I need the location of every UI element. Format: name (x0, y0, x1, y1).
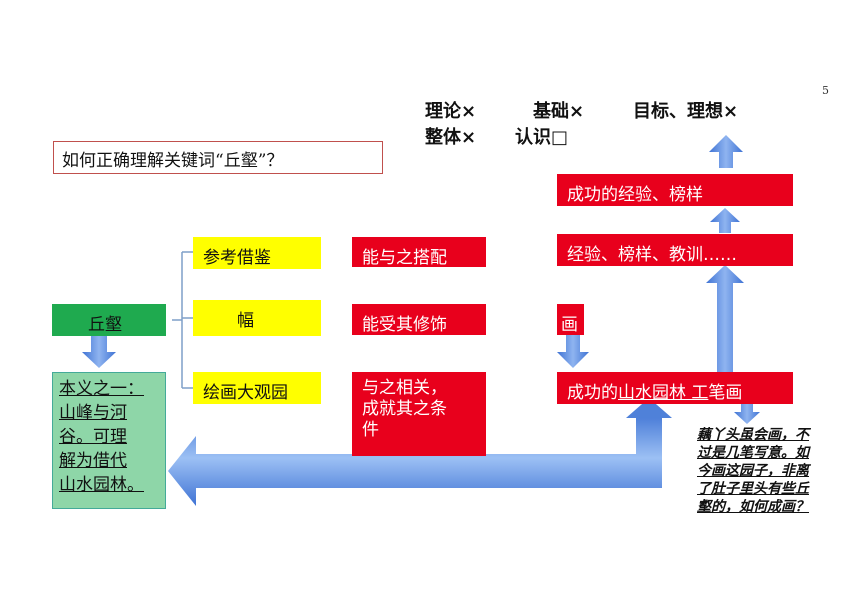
bottom-prefix: 成功的 (567, 383, 618, 403)
result-related-line: 件 (362, 420, 379, 440)
definition-line: 谷。可理 (59, 427, 127, 447)
arrow-to-quote (734, 404, 760, 424)
note-foundation: 基础× (533, 101, 585, 122)
result-related-line: 成就其之条 (362, 399, 447, 419)
quote-block: 藕丫头虽会画，不 过是几笔写意。如 今画这园子，非离 了肚子里头有些丘 壑的，如… (673, 426, 833, 516)
branch-fu: 幅 (193, 300, 321, 336)
arrow-up-long (706, 265, 744, 373)
definition-line: 解为借代 (59, 451, 127, 471)
question-box: 如何正确理解关键词“丘壑”？ (53, 141, 383, 174)
note-understanding: 认识□ (515, 127, 569, 148)
hua-box: 画 (557, 304, 584, 335)
quote-line: 了肚子里头有些丘 (697, 481, 809, 497)
branch-bracket (172, 251, 193, 389)
branch-painting-garden: 绘画大观园 (193, 372, 321, 404)
definition-line: 山峰与河 (59, 403, 127, 423)
result-modification: 能受其修饰 (352, 304, 486, 335)
arrow-back-to-definition (168, 410, 662, 506)
root-node: 丘壑 (52, 304, 166, 336)
bottom-suffix: 笔画 (708, 383, 743, 403)
definition-line: 本义之一： (59, 379, 144, 399)
definition-box: 本义之一： 山峰与河 谷。可理 解为借代 山水园林。 (52, 372, 166, 509)
right-second-box: 经验、榜样、教训…… (557, 234, 793, 266)
arrow-root-to-definition (82, 336, 116, 368)
note-whole: 整体× (425, 127, 477, 148)
definition-line: 山水园林。 (59, 475, 144, 495)
quote-line: 藕丫头虽会画，不 (697, 427, 809, 443)
result-related-line: 与之相关， (362, 378, 447, 398)
right-bottom-box: 成功的山水园林 工笔画 (557, 372, 793, 404)
right-top-box: 成功的经验、榜样 (557, 174, 793, 206)
quote-line: 过是几笔写意。如 (697, 445, 809, 461)
arrow-hua-down (557, 335, 589, 368)
page-number: 5 (822, 84, 829, 97)
result-collocation: 能与之搭配 (352, 237, 486, 267)
bottom-underlined: 山水园林 工 (618, 383, 709, 403)
note-theory: 理论× (425, 101, 477, 122)
quote-line: 壑的，如何成画？ (697, 499, 809, 515)
arrow-up-short (710, 208, 740, 233)
arrow-back-head-up (626, 398, 672, 418)
result-related: 与之相关， 成就其之条 件 (352, 372, 486, 456)
quote-line: 今画这园子，非离 (697, 463, 809, 479)
branch-reference: 参考借鉴 (193, 237, 321, 269)
arrow-up-to-notes (709, 135, 743, 168)
note-goal: 目标、理想× (633, 101, 739, 122)
